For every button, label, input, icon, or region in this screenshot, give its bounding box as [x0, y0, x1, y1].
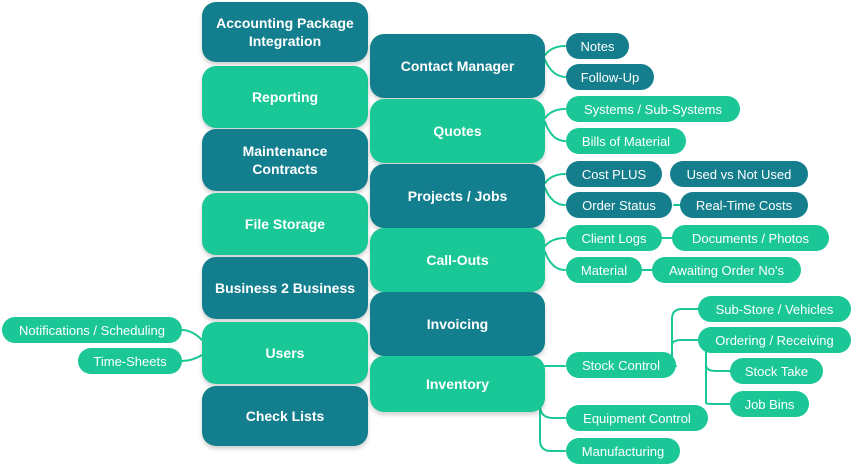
- pill-label: Cost PLUS: [581, 166, 647, 182]
- pill-client-logs: Client Logs: [566, 225, 662, 251]
- pill-label: Follow-Up: [580, 69, 640, 85]
- module-label: Accounting Package Integration: [216, 15, 354, 49]
- module-business-2-business: Business 2 Business: [202, 257, 368, 319]
- pill-sub-store-vehicles: Sub-Store / Vehicles: [698, 296, 851, 322]
- pill-bills-of-material: Bills of Material: [566, 128, 686, 154]
- pill-label: Used vs Not Used: [686, 166, 792, 182]
- pill-documents-photos: Documents / Photos: [672, 225, 829, 251]
- pill-label: Bills of Material: [581, 133, 671, 149]
- pill-label: Sub-Store / Vehicles: [715, 301, 834, 317]
- pill-label: Real-Time Costs: [695, 197, 793, 213]
- pill-label: Material: [580, 262, 628, 278]
- pill-label: Systems / Sub-Systems: [584, 101, 722, 117]
- pill-ordering-receiving: Ordering / Receiving: [698, 327, 851, 353]
- pill-label: Notifications / Scheduling: [19, 322, 165, 338]
- pill-label: Stock Control: [581, 357, 661, 373]
- module-label: Invoicing: [426, 316, 489, 332]
- pill-label: Stock Take: [744, 363, 809, 379]
- module-reporting: Reporting: [202, 66, 368, 128]
- module-label: Quotes: [433, 123, 482, 139]
- module-invoicing: Invoicing: [370, 292, 545, 356]
- pill-order-status: Order Status: [566, 192, 672, 218]
- module-label: Maintenance Contracts: [242, 143, 328, 177]
- pill-equipment-control: Equipment Control: [566, 405, 708, 431]
- module-label: File Storage: [244, 216, 326, 232]
- pill-stock-take: Stock Take: [730, 358, 823, 384]
- pill-time-sheets: Time-Sheets: [78, 348, 182, 374]
- pill-label: Job Bins: [744, 396, 795, 412]
- pill-manufacturing: Manufacturing: [566, 438, 680, 464]
- module-accounting-package-integration: Accounting Package Integration: [202, 2, 368, 62]
- module-label: Projects / Jobs: [407, 188, 508, 204]
- pill-label: Notes: [580, 38, 615, 54]
- module-inventory: Inventory: [370, 356, 545, 412]
- module-label: Call-Outs: [426, 252, 489, 268]
- module-label: Business 2 Business: [214, 280, 356, 296]
- pill-cost-plus: Cost PLUS: [566, 161, 662, 187]
- module-label: Inventory: [425, 376, 489, 392]
- module-label: Check Lists: [245, 408, 325, 424]
- pill-job-bins: Job Bins: [730, 391, 809, 417]
- pill-notifications-scheduling: Notifications / Scheduling: [2, 317, 182, 343]
- module-contact-manager: Contact Manager: [370, 34, 545, 98]
- pill-label: Ordering / Receiving: [715, 332, 834, 348]
- pill-label: Manufacturing: [581, 443, 665, 459]
- module-check-lists: Check Lists: [202, 386, 368, 446]
- pill-label: Client Logs: [581, 230, 647, 246]
- module-label: Contact Manager: [400, 58, 515, 74]
- pill-follow-up: Follow-Up: [566, 64, 654, 90]
- module-label: Users: [265, 345, 305, 361]
- pill-label: Awaiting Order No's: [669, 262, 784, 278]
- pill-used-vs-not-used: Used vs Not Used: [670, 161, 808, 187]
- module-quotes: Quotes: [370, 99, 545, 163]
- pill-systems-sub-systems: Systems / Sub-Systems: [566, 96, 740, 122]
- module-file-storage: File Storage: [202, 193, 368, 255]
- pill-label: Documents / Photos: [691, 230, 810, 246]
- pill-notes: Notes: [566, 33, 629, 59]
- pill-material: Material: [566, 257, 642, 283]
- module-label: Reporting: [251, 89, 319, 105]
- pill-awaiting-order-nos: Awaiting Order No's: [652, 257, 801, 283]
- module-users: Users: [202, 322, 368, 384]
- pill-stock-control: Stock Control: [566, 352, 676, 378]
- pill-real-time-costs: Real-Time Costs: [680, 192, 808, 218]
- module-call-outs: Call-Outs: [370, 228, 545, 292]
- pill-label: Equipment Control: [583, 410, 691, 426]
- pill-label: Time-Sheets: [93, 353, 167, 369]
- pill-label: Order Status: [582, 197, 656, 213]
- module-maintenance-contracts: Maintenance Contracts: [202, 129, 368, 191]
- module-projects-jobs: Projects / Jobs: [370, 164, 545, 228]
